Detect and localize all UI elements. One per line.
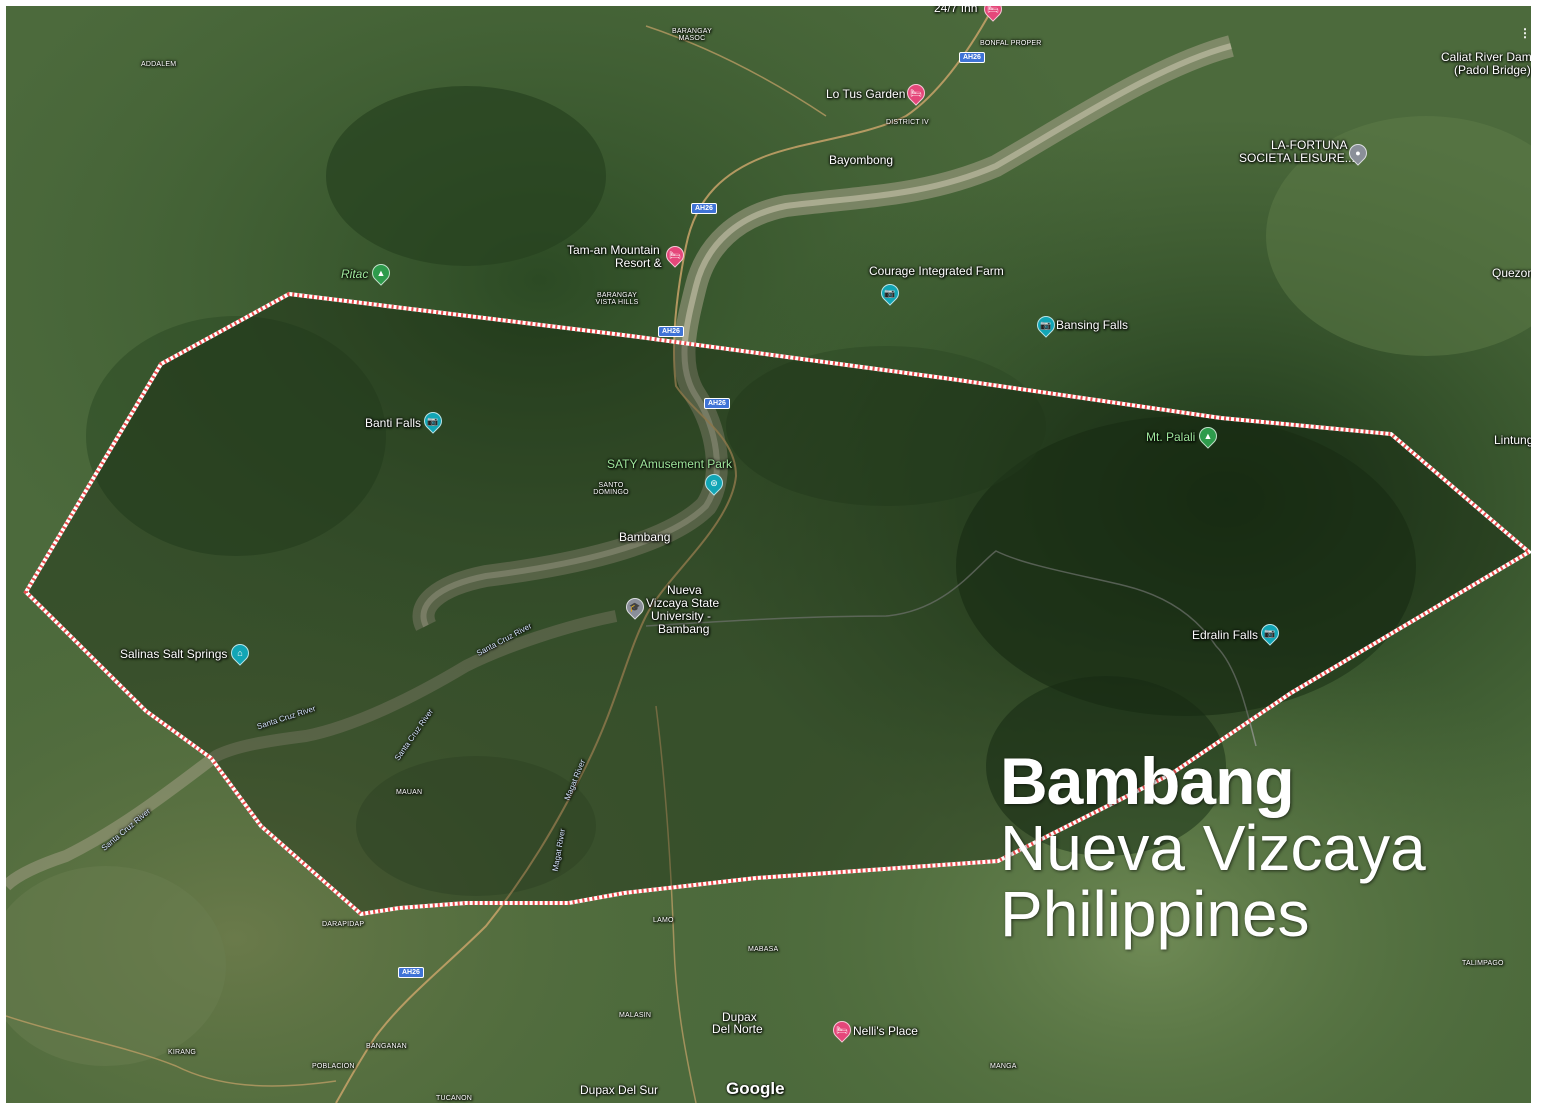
label-ritac[interactable]: Ritac <box>341 267 369 281</box>
label-la-fortuna-2[interactable]: SOCIETA LEISURE... <box>1239 151 1355 165</box>
label-dupax-del-sur[interactable]: Dupax Del Sur <box>580 1083 659 1097</box>
label-la-fortuna-1[interactable]: LA-FORTUNA <box>1271 138 1348 152</box>
label-district-iv: DISTRICT IV <box>886 119 929 126</box>
title-municipality: Bambang <box>1000 744 1295 818</box>
camera-icon: 📷 <box>884 288 896 298</box>
label-mabasa: MABASA <box>748 946 779 953</box>
label-nvsu-3[interactable]: University - <box>651 609 712 623</box>
label-malasin: MALASIN <box>619 1012 652 1019</box>
road-shield-ah26: AH26 <box>398 967 424 978</box>
museum-icon: ⌂ <box>237 648 243 658</box>
hotel-icon: 🛏 <box>987 6 999 14</box>
title-country: Philippines <box>1000 878 1310 950</box>
label-lamo: LAMO <box>653 917 674 924</box>
label-nvsu-4[interactable]: Bambang <box>658 622 710 636</box>
label-lintung[interactable]: Lintung <box>1494 433 1531 447</box>
label-mt-palali[interactable]: Mt. Palali <box>1146 430 1196 444</box>
more-options-icon[interactable]: ⋮ <box>1519 26 1531 40</box>
town-bambang[interactable]: Bambang <box>619 530 671 544</box>
place-inn-24-7[interactable]: 24/7 Inn <box>934 6 978 15</box>
resort-icon: 🛏 <box>669 250 681 260</box>
hotel-icon: 🛏 <box>910 88 922 98</box>
camera-icon: 📷 <box>427 416 439 426</box>
road-shield-ah26: AH26 <box>959 52 985 63</box>
tree-icon: ▲ <box>1203 431 1213 441</box>
label-banganan: BANGANAN <box>366 1043 407 1050</box>
generic-place-icon: ● <box>1355 148 1361 158</box>
label-edralin-falls[interactable]: Edralin Falls <box>1192 628 1259 642</box>
label-salinas-salt-springs[interactable]: Salinas Salt Springs <box>120 647 228 661</box>
label-caliat-dam-2[interactable]: (Padol Bridge) <box>1454 63 1531 77</box>
label-dupax-norte-1[interactable]: Dupax <box>722 1010 757 1024</box>
label-darapidap: DARAPIDAP <box>322 921 365 928</box>
label-taman-2[interactable]: Resort & <box>615 256 662 270</box>
road-shield-ah26: AH26 <box>691 203 717 214</box>
road-shield-ah26: AH26 <box>704 398 730 409</box>
label-bonfal-proper: BONFAL PROPER <box>980 40 1042 47</box>
label-barangay-vista-hills: BARANGAY VISTA HILLS <box>595 292 639 307</box>
label-addalem: ADDALEM <box>141 61 177 68</box>
label-kirang: KIRANG <box>168 1049 197 1056</box>
title-province: Nueva Vizcaya <box>1000 812 1426 884</box>
ferris-wheel-icon: ⊛ <box>710 478 718 488</box>
label-courage-farm[interactable]: Courage Integrated Farm <box>869 264 1004 278</box>
label-dupax-norte-2[interactable]: Del Norte <box>712 1022 763 1036</box>
label-bansing-falls[interactable]: Bansing Falls <box>1056 318 1129 332</box>
label-banti-falls[interactable]: Banti Falls <box>365 416 422 430</box>
label-caliat-dam-1[interactable]: Caliat River Dam <box>1441 50 1531 64</box>
label-nvsu-1[interactable]: Nueva <box>667 583 702 597</box>
label-barangay-masoc: BARANGAY MASOC <box>672 28 712 43</box>
label-quezon[interactable]: Quezon <box>1492 266 1531 280</box>
school-icon: 🎓 <box>629 602 641 612</box>
label-taman-1[interactable]: Tam-an Mountain <box>567 243 660 257</box>
label-santo-domingo: SANTO DOMINGO <box>593 482 629 497</box>
label-tucanon: TUCANON <box>436 1095 473 1102</box>
label-nellis-place[interactable]: Nelli's Place <box>853 1024 918 1038</box>
google-attribution: Google <box>726 1079 785 1098</box>
label-talimpago: TALIMPAGO <box>1462 960 1504 967</box>
restaurant-icon: 🛏 <box>836 1025 848 1035</box>
town-bayombong[interactable]: Bayombong <box>829 153 894 167</box>
camera-icon: 📷 <box>1040 320 1052 330</box>
satellite-imagery <box>6 6 1531 1103</box>
place-lotus-garden[interactable]: Lo Tus Garden <box>826 87 906 101</box>
label-saty-amusement-park[interactable]: SATY Amusement Park <box>607 457 732 471</box>
road-shield-ah26: AH26 <box>658 326 684 337</box>
map-title-overlay: Bambang Nueva Vizcaya Philippines <box>1000 748 1426 946</box>
label-poblacion: POBLACION <box>312 1063 355 1070</box>
label-mauan: MAUAN <box>396 789 423 796</box>
label-nvsu-2[interactable]: Vizcaya State <box>646 596 720 610</box>
satellite-map[interactable]: 24/7 Inn 🛏 BONFAL PROPER BARANGAY MASOC … <box>6 6 1531 1103</box>
tree-icon: ▲ <box>376 268 386 278</box>
label-manga: MANGA <box>990 1063 1017 1070</box>
camera-icon: 📷 <box>1264 628 1276 638</box>
